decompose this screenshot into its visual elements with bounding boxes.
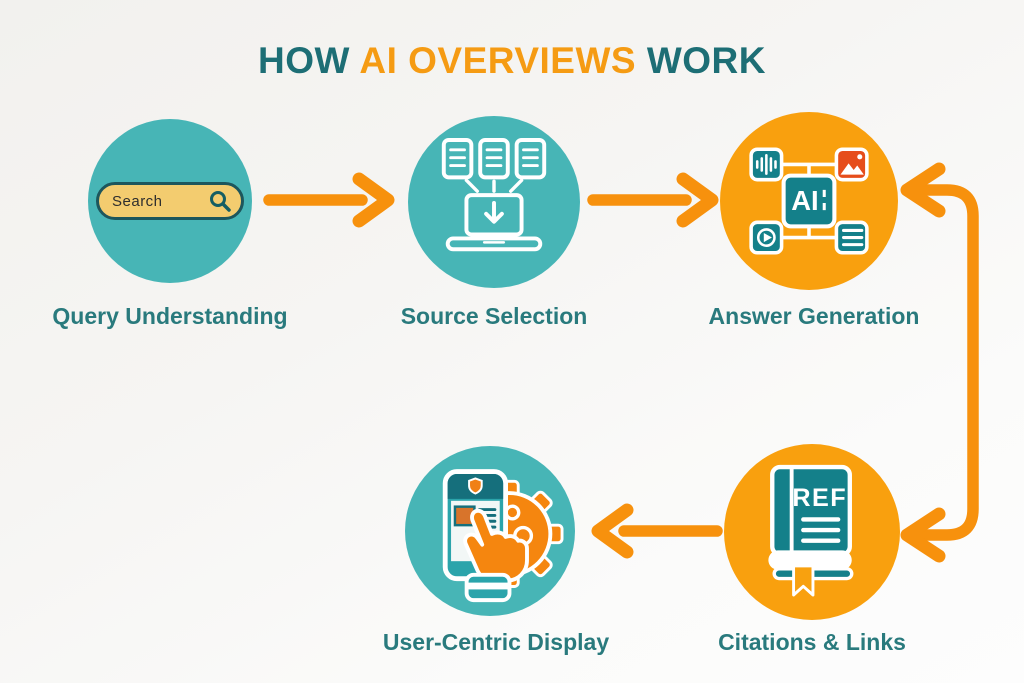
title-prefix: HOW — [258, 40, 360, 81]
step-circle-user-centric-display — [405, 446, 575, 616]
title-suffix: WORK — [636, 40, 766, 81]
step-label-query-understanding: Query Understanding — [52, 303, 288, 329]
flow-arrow-4-left — [591, 503, 723, 559]
bookmark-ribbon — [792, 564, 815, 597]
wrist-cuff — [464, 572, 512, 603]
book-ref-text: REF — [792, 484, 847, 512]
flow-arrow-1-right — [263, 172, 395, 228]
ai-chip-text: AI — [791, 185, 818, 216]
documents-to-laptop-icon — [441, 138, 547, 252]
search-bar-text: Search — [112, 192, 163, 210]
step-label-answer-generation: Answer Generation — [708, 303, 920, 329]
waveform-icon — [755, 154, 777, 175]
pointing-hand-icon — [463, 508, 529, 583]
step-label-source-selection: Source Selection — [400, 303, 588, 329]
page-title: HOW AI OVERVIEWS WORK — [0, 40, 1024, 82]
step-circle-answer-generation: AI — [720, 112, 898, 290]
step-circle-source-selection — [408, 116, 580, 288]
phone-touch-gear-icon — [442, 469, 564, 603]
title-highlight: AI OVERVIEWS — [359, 40, 637, 81]
flow-arrow-2-right — [587, 172, 719, 228]
step-label-citations-links: Citations & Links — [718, 629, 906, 655]
magnifier-icon — [210, 191, 231, 212]
step-label-user-centric-display: User-Centric Display — [382, 629, 610, 655]
search-bar-illustration: Search — [96, 182, 244, 220]
play-video-icon — [756, 228, 776, 247]
flow-arrow-3-bracket — [900, 162, 979, 563]
reference-book-icon: REF — [768, 464, 854, 597]
text-lines-icon — [842, 228, 864, 247]
image-icon — [840, 154, 864, 175]
step-circle-citations-links: REF — [724, 444, 900, 620]
book-pages — [768, 550, 852, 570]
step-circle-query-understanding: Search — [88, 119, 252, 283]
ai-multimodal-chip-icon: AI — [749, 147, 869, 255]
ai-chip — [781, 173, 837, 229]
shield-icon — [468, 477, 483, 495]
image-node — [834, 147, 869, 182]
